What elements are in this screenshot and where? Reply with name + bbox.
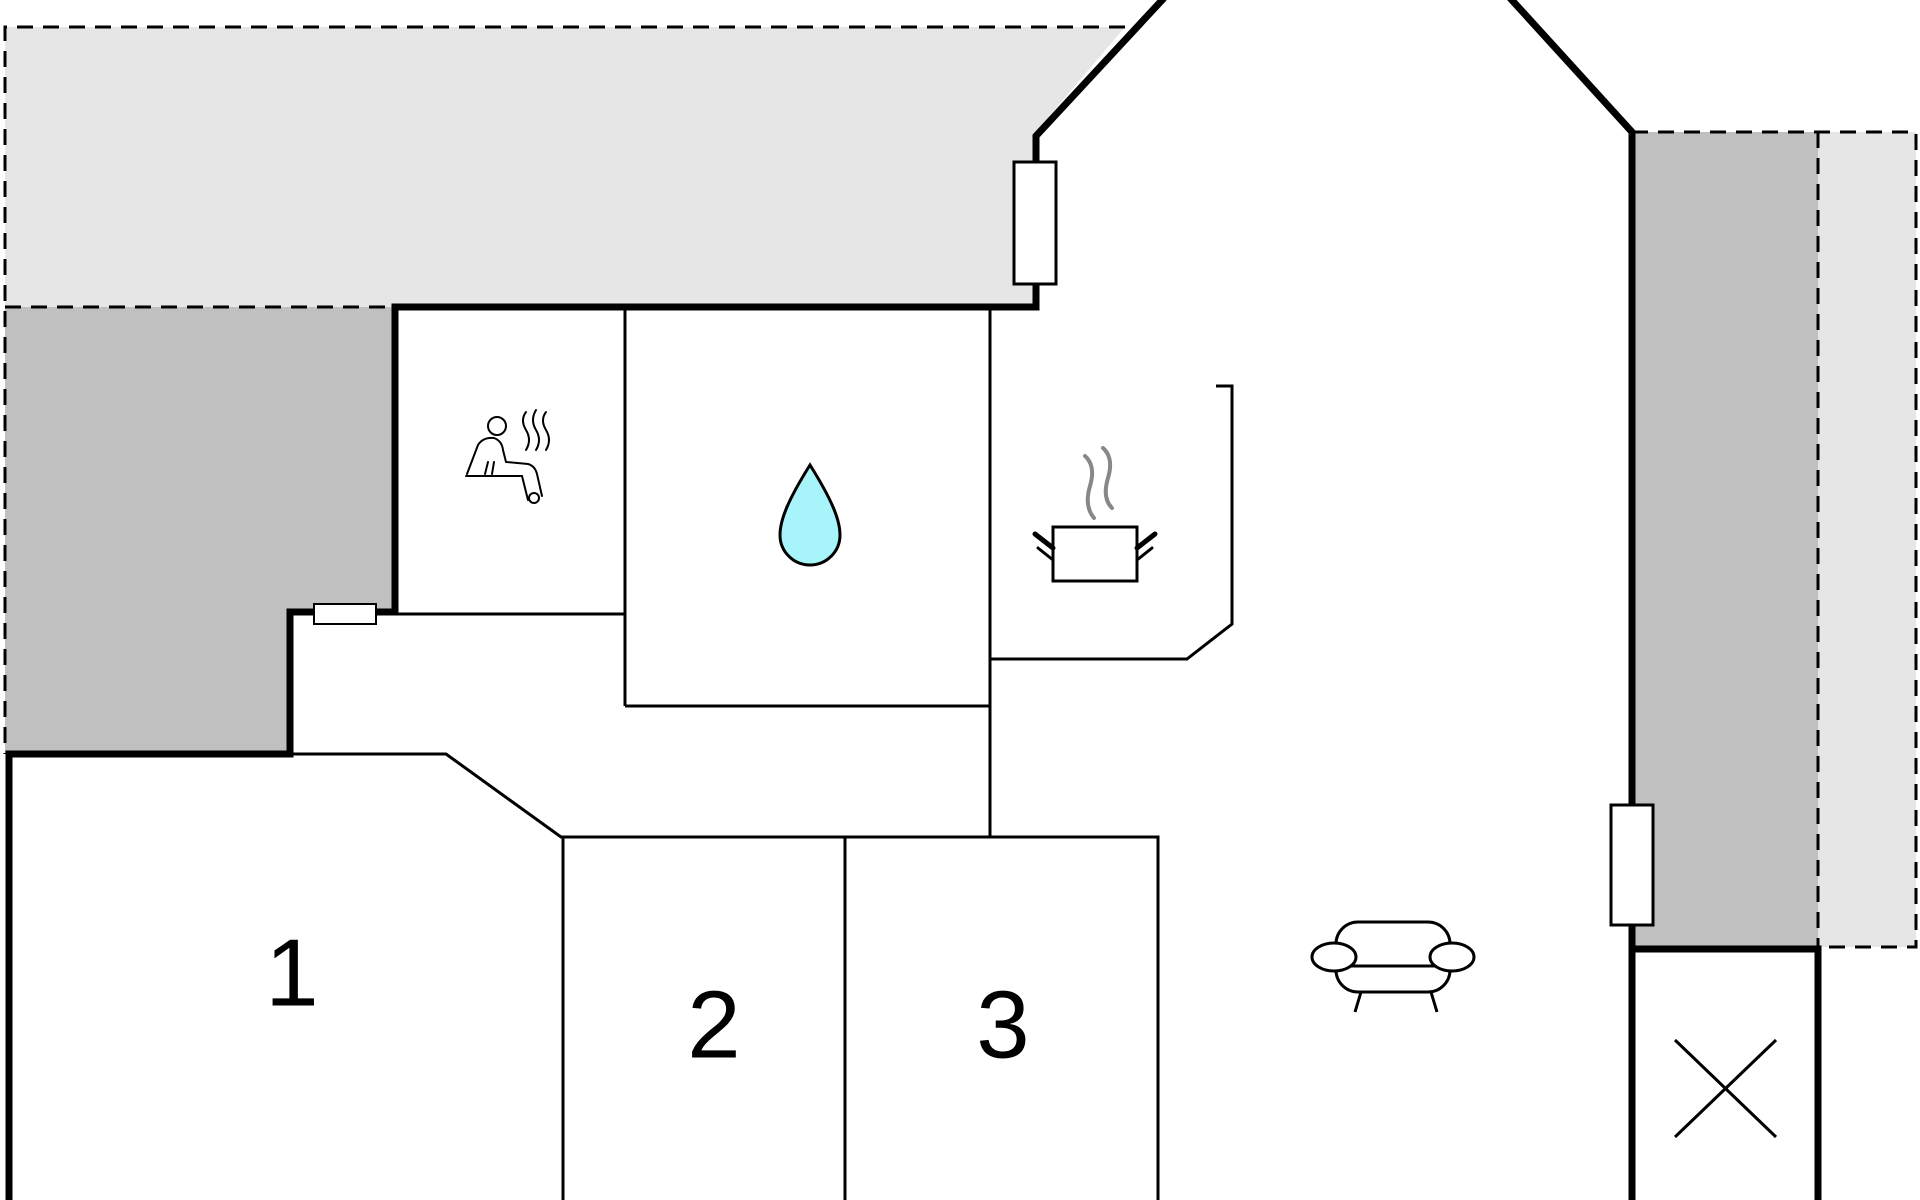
terrace-right-dark <box>1632 132 1818 947</box>
cooking-pot-icon <box>1032 446 1158 583</box>
window-right <box>1609 803 1655 927</box>
water-drop-icon <box>778 462 842 567</box>
room-label-1: 1 <box>265 919 318 1026</box>
windows <box>313 160 1655 927</box>
kitchen-counter <box>990 384 1234 661</box>
terrace-left <box>5 307 395 754</box>
cross-icon <box>1673 1038 1778 1139</box>
sauna-icon <box>465 409 550 504</box>
outdoor-areas <box>5 27 1916 947</box>
room-label-3: 3 <box>976 971 1029 1078</box>
terrace-outlines <box>3 25 1918 949</box>
room-label-2: 2 <box>687 971 740 1078</box>
window-top <box>1012 160 1058 286</box>
wall-bedroom-1-top <box>290 752 1160 1200</box>
exterior-wall-top-right <box>1507 0 1636 1200</box>
storage-wall <box>1632 945 1822 1200</box>
terrace-right-light <box>1818 132 1916 947</box>
steam-lines <box>1083 446 1114 520</box>
terrace-top-outline <box>3 25 1125 754</box>
window-left <box>313 603 377 625</box>
interior-walls <box>290 307 1234 1200</box>
terrace-top <box>5 27 1125 307</box>
sofa-icon <box>1310 920 1476 1013</box>
terrace-right-outline <box>1632 130 1918 949</box>
